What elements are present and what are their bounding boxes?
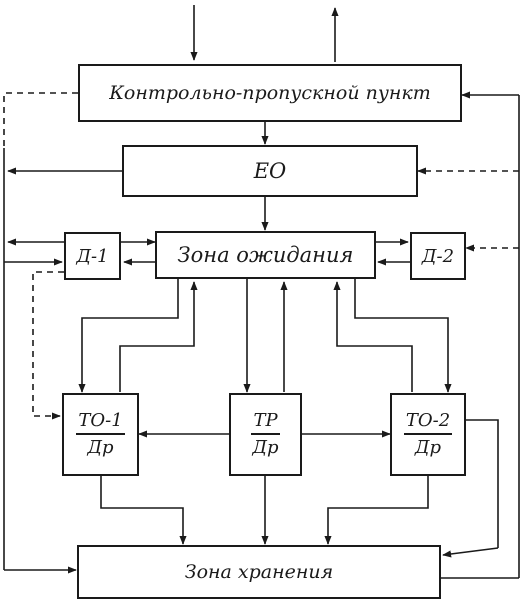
d1-box: Д-1	[64, 232, 121, 280]
to1-to-waiting-line	[119, 281, 198, 392]
tr-bottom-label: Др	[252, 437, 279, 458]
to1-box: ТО-1 Др	[62, 393, 139, 476]
to1-top-label: ТО-1	[76, 411, 125, 435]
waiting-to-to2-line	[354, 278, 452, 393]
eo-box: ЕО	[122, 145, 418, 197]
to1-to-storage-line	[100, 476, 187, 545]
eo-label: ЕО	[253, 159, 287, 183]
waiting-zone-label: Зона ожидания	[177, 243, 354, 267]
d2-box: Д-2	[410, 232, 466, 280]
storage-zone-box: Зона хранения	[77, 545, 441, 599]
to2-box: ТО-2 Др	[390, 393, 466, 476]
to2-to-waiting-line	[333, 281, 413, 392]
storage-zone-label: Зона хранения	[184, 561, 334, 583]
waiting-zone-box: Зона ожидания	[155, 231, 376, 279]
to2-bottom-label: Др	[414, 437, 442, 458]
to1-bottom-label: Др	[87, 437, 114, 458]
to2-to-storage-line	[324, 476, 429, 545]
to2-top-label: ТО-2	[403, 411, 453, 435]
d1-label: Д-1	[76, 245, 109, 267]
checkpoint-box: Контрольно-пропускной пункт	[78, 64, 462, 122]
d2-label: Д-2	[421, 245, 455, 267]
d1-dashed-to-to1-line	[32, 271, 64, 420]
waiting-to-to1-line	[78, 278, 179, 393]
tr-box: ТР Др	[229, 393, 302, 476]
checkpoint-dashed-left-line	[3, 92, 78, 148]
tr-top-label: ТР	[251, 411, 280, 435]
to2-right-line	[466, 419, 499, 548]
checkpoint-label: Контрольно-пропускной пункт	[109, 82, 431, 104]
right-to-storage-arrow	[442, 547, 499, 558]
